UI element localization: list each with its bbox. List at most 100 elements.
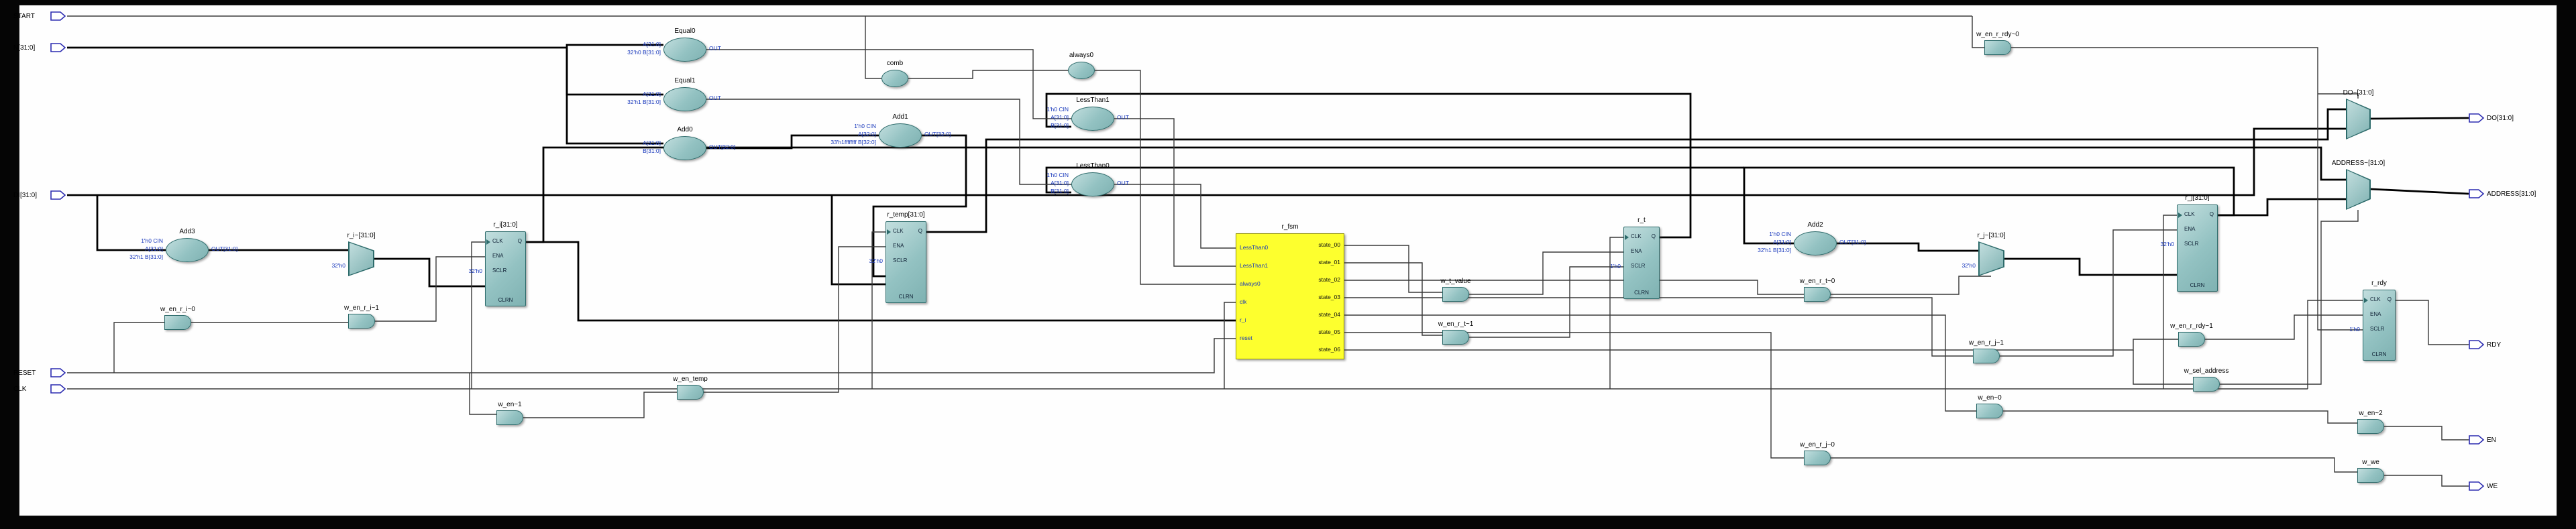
- port-label: WE: [2487, 482, 2498, 490]
- title-w-en-r-i-0: w_en_r_i~0: [160, 306, 195, 313]
- port-output-we[interactable]: WE: [2469, 481, 2498, 491]
- gate-w-en-r-j-0[interactable]: [1804, 451, 1831, 465]
- gate-w-en-r-rdy-1[interactable]: [2178, 332, 2205, 347]
- signal-wire: [871, 231, 885, 389]
- title-w-en-r-j-0: w_en_r_j~0: [1800, 441, 1835, 449]
- title-w-en-1: w_en~1: [498, 401, 522, 408]
- port-label: RESET: [13, 369, 36, 377]
- clock-triangle-icon: [2178, 213, 2182, 218]
- pin-label-32-h1-b-31-0: 32'h1 B[31:0]: [627, 99, 661, 105]
- pin-label-1-h0-cin: 1'h0 CIN: [1046, 172, 1069, 178]
- gate-w-en-2[interactable]: [2357, 419, 2384, 434]
- port-marker-icon: [50, 384, 66, 394]
- const-label: 1'h0: [1610, 263, 1621, 270]
- op-comb[interactable]: [881, 70, 908, 87]
- signal-wire: [1114, 118, 1236, 267]
- op-always0[interactable]: [1068, 62, 1095, 79]
- reg-pin-sclr: SCLR: [2370, 326, 2385, 332]
- port-label: START: [13, 12, 35, 20]
- reg-pin-q: Q: [2209, 211, 2214, 217]
- reg-pin-sclr: SCLR: [1631, 263, 1646, 269]
- gate-w-en-r-i-1[interactable]: [348, 314, 375, 329]
- bus-wire: [96, 195, 166, 251]
- gate-w-we[interactable]: [2357, 468, 2384, 483]
- reg-pin-ena: ENA: [492, 253, 504, 259]
- reg-r-temp-31-0[interactable]: [885, 221, 926, 303]
- pin-label-b-31-0: B[31:0]: [643, 148, 661, 154]
- title-w-en-r-j-1: w_en_r_j~1: [1969, 339, 2004, 347]
- signal-wire: [2384, 426, 2469, 440]
- gate-w-en-r-j-1[interactable]: [1973, 349, 2000, 363]
- reg-pin-ena: ENA: [1631, 248, 1642, 254]
- const-label: 32'h0: [869, 257, 883, 264]
- port-marker-icon: [2469, 113, 2485, 123]
- reg-pin-clrn: CLRN: [498, 297, 513, 303]
- op-add3[interactable]: [166, 238, 209, 262]
- const-label: 32'h0: [331, 261, 345, 269]
- signal-wire: [1972, 16, 1984, 48]
- op-add1[interactable]: [879, 123, 922, 148]
- clock-triangle-icon: [887, 229, 891, 235]
- port-input-clk[interactable]: CLK: [13, 384, 66, 394]
- gate-w-en-1[interactable]: [496, 410, 523, 425]
- pin-label-a-31-0: A[31:0]: [643, 91, 661, 97]
- reg-r-rdy[interactable]: [2363, 290, 2396, 361]
- port-input-di-31-0[interactable]: DI[31:0]: [13, 190, 66, 200]
- gate-w-en-r-rdy-0[interactable]: [1984, 40, 2011, 55]
- reg-pin-ena: ENA: [893, 243, 904, 249]
- title-w-sel-address: w_sel_address: [2184, 367, 2229, 375]
- clock-triangle-icon: [2364, 298, 2368, 303]
- port-output-en[interactable]: EN: [2469, 435, 2496, 445]
- title-r-j-31-0: r_j[31:0]: [2185, 194, 2210, 202]
- port-output-address-31-0[interactable]: ADDRESS[31:0]: [2469, 189, 2536, 198]
- clock-triangle-icon: [1625, 235, 1629, 240]
- port-output-do-31-0[interactable]: DO[31:0]: [2469, 113, 2514, 123]
- title-w-we: w_we: [2362, 459, 2379, 466]
- pin-label-out: OUT: [709, 95, 721, 101]
- signal-wire: [1831, 276, 1991, 295]
- op-equal1[interactable]: [663, 87, 706, 111]
- fsm-pin-lessthan1: LessThan1: [1240, 262, 1269, 269]
- title-r-i-31-0: r_i[31:0]: [493, 221, 518, 229]
- pin-label-1-h0-cin: 1'h0 CIN: [141, 237, 163, 244]
- op-lessthan0[interactable]: [1071, 172, 1114, 196]
- port-marker-icon: [2469, 340, 2485, 349]
- reg-pin-clrn: CLRN: [1634, 290, 1649, 296]
- bus-wire: [1837, 242, 1978, 252]
- signal-wire: [1344, 332, 1804, 459]
- op-equal0[interactable]: [663, 38, 706, 62]
- signal-wire: [2384, 475, 2469, 487]
- port-input-reset[interactable]: RESET: [13, 368, 66, 377]
- gate-w-en-r-t-0[interactable]: [1804, 287, 1831, 302]
- fsm-r-fsm[interactable]: [1236, 233, 1344, 359]
- signal-wire: [908, 70, 1068, 79]
- op-lessthan1[interactable]: [1071, 107, 1114, 131]
- pin-label-out: OUT: [1117, 114, 1129, 121]
- reg-r-i-31-0[interactable]: [485, 231, 526, 306]
- reg-pin-clk: CLK: [2370, 296, 2381, 302]
- port-label: EN: [2487, 436, 2496, 444]
- signal-wire: [704, 246, 885, 393]
- gate-w-en-r-t-1[interactable]: [1442, 330, 1469, 345]
- signal-wire: [1469, 251, 1623, 295]
- gate-w-sel-address[interactable]: [2193, 377, 2220, 392]
- gate-w-en-r-i-0[interactable]: [164, 315, 191, 330]
- gate-w-en-0[interactable]: [1976, 404, 2003, 418]
- gate-w-t-value[interactable]: [1442, 287, 1469, 302]
- fsm-state-state-02: state_02: [1318, 276, 1340, 283]
- op-add2[interactable]: [1794, 231, 1837, 255]
- fsm-state-state-04: state_04: [1318, 311, 1340, 318]
- op-add0[interactable]: [663, 136, 706, 160]
- title-add3: Add3: [179, 228, 195, 235]
- port-output-rdy[interactable]: RDY: [2469, 340, 2501, 349]
- port-input-n-31-0[interactable]: N[31:0]: [13, 43, 66, 52]
- bus-wire: [1045, 166, 1744, 194]
- gate-w-en-temp[interactable]: [677, 385, 704, 400]
- reg-r-t[interactable]: [1623, 227, 1660, 299]
- pin-label-a-31-0: A[31:0]: [145, 245, 163, 252]
- reg-r-j-31-0[interactable]: [2177, 204, 2218, 292]
- port-input-start[interactable]: START: [13, 11, 66, 21]
- bus-wire: [2370, 117, 2469, 120]
- signal-wire: [1344, 280, 1804, 295]
